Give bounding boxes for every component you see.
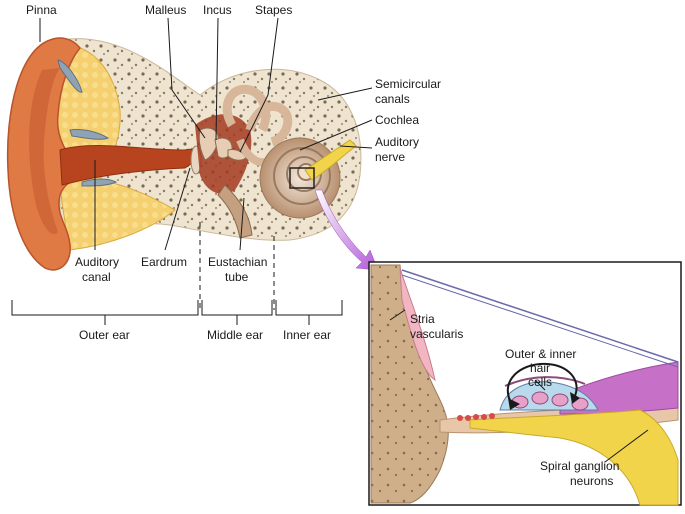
ear-illustration <box>6 37 362 271</box>
label-auditory-canal-line1: Auditory <box>75 255 119 269</box>
label-cochlea: Cochlea <box>375 113 419 127</box>
cartilage-2 <box>69 129 110 140</box>
label-outer-ear: Outer ear <box>79 328 130 342</box>
label-stria-line1: Stria <box>410 312 435 326</box>
label-auditory-nerve-line1: Auditory <box>375 135 419 149</box>
label-eardrum: Eardrum <box>141 255 187 269</box>
spiral-ganglion-shape <box>469 409 679 506</box>
eustachian-tube-shape <box>217 184 253 239</box>
cochlea-zoom-box <box>289 167 315 189</box>
label-malleus: Malleus <box>145 3 186 17</box>
label-pinna: Pinna <box>26 3 57 17</box>
label-inner-ear: Inner ear <box>283 328 331 342</box>
label-stapes: Stapes <box>255 3 292 17</box>
label-eustachian-line2: tube <box>225 270 249 284</box>
semicircular-canal-2 <box>245 102 293 147</box>
stria-vascularis-shape <box>399 267 436 382</box>
cartilage-3 <box>81 178 118 187</box>
label-stria-line2: vascularis <box>410 327 463 341</box>
outer-ear-bracket <box>11 300 199 316</box>
middle-ear-bracket <box>201 300 273 316</box>
cartilage-1 <box>57 59 83 93</box>
hair-cells-arrowhead-left <box>508 398 520 410</box>
stapes-shape <box>227 149 247 161</box>
auditory-nerve-shape <box>304 139 357 181</box>
label-hair-cells-line1: Outer & inner <box>505 347 576 361</box>
magnify-arrow <box>314 189 379 271</box>
semicircular-canal-1 <box>222 84 271 133</box>
hair-cells-curved-arrow <box>506 362 578 405</box>
label-incus: Incus <box>203 3 232 17</box>
ear-section-brackets <box>11 300 343 325</box>
label-spiral-line1: Spiral ganglion <box>540 459 619 473</box>
organ-of-corti <box>499 376 599 411</box>
label-hair-cells-line2: hair <box>530 361 550 375</box>
reissner-membrane <box>401 269 679 368</box>
inner-ear-bracket <box>275 300 343 316</box>
label-spiral-line2: neurons <box>570 474 613 488</box>
leader-lines <box>39 17 649 463</box>
label-auditory-canal-line2: canal <box>82 270 111 284</box>
floor-cells <box>457 413 495 421</box>
label-semicircular-line2: canals <box>375 92 410 106</box>
label-middle-ear: Middle ear <box>207 328 263 342</box>
label-eustachian-line1: Eustachian <box>208 255 267 269</box>
labels: Pinna Malleus Incus Stapes Semicircular … <box>26 3 619 488</box>
label-semicircular-line1: Semicircular <box>375 77 441 91</box>
cochlea-cross-section-inset <box>368 261 682 506</box>
label-auditory-nerve-line2: nerve <box>375 150 405 164</box>
section-dividers <box>199 222 275 310</box>
label-hair-cells-line3: cells <box>528 375 552 389</box>
pinna-inner-fold <box>29 68 60 235</box>
hair-cells-arrowhead-right <box>570 392 580 404</box>
